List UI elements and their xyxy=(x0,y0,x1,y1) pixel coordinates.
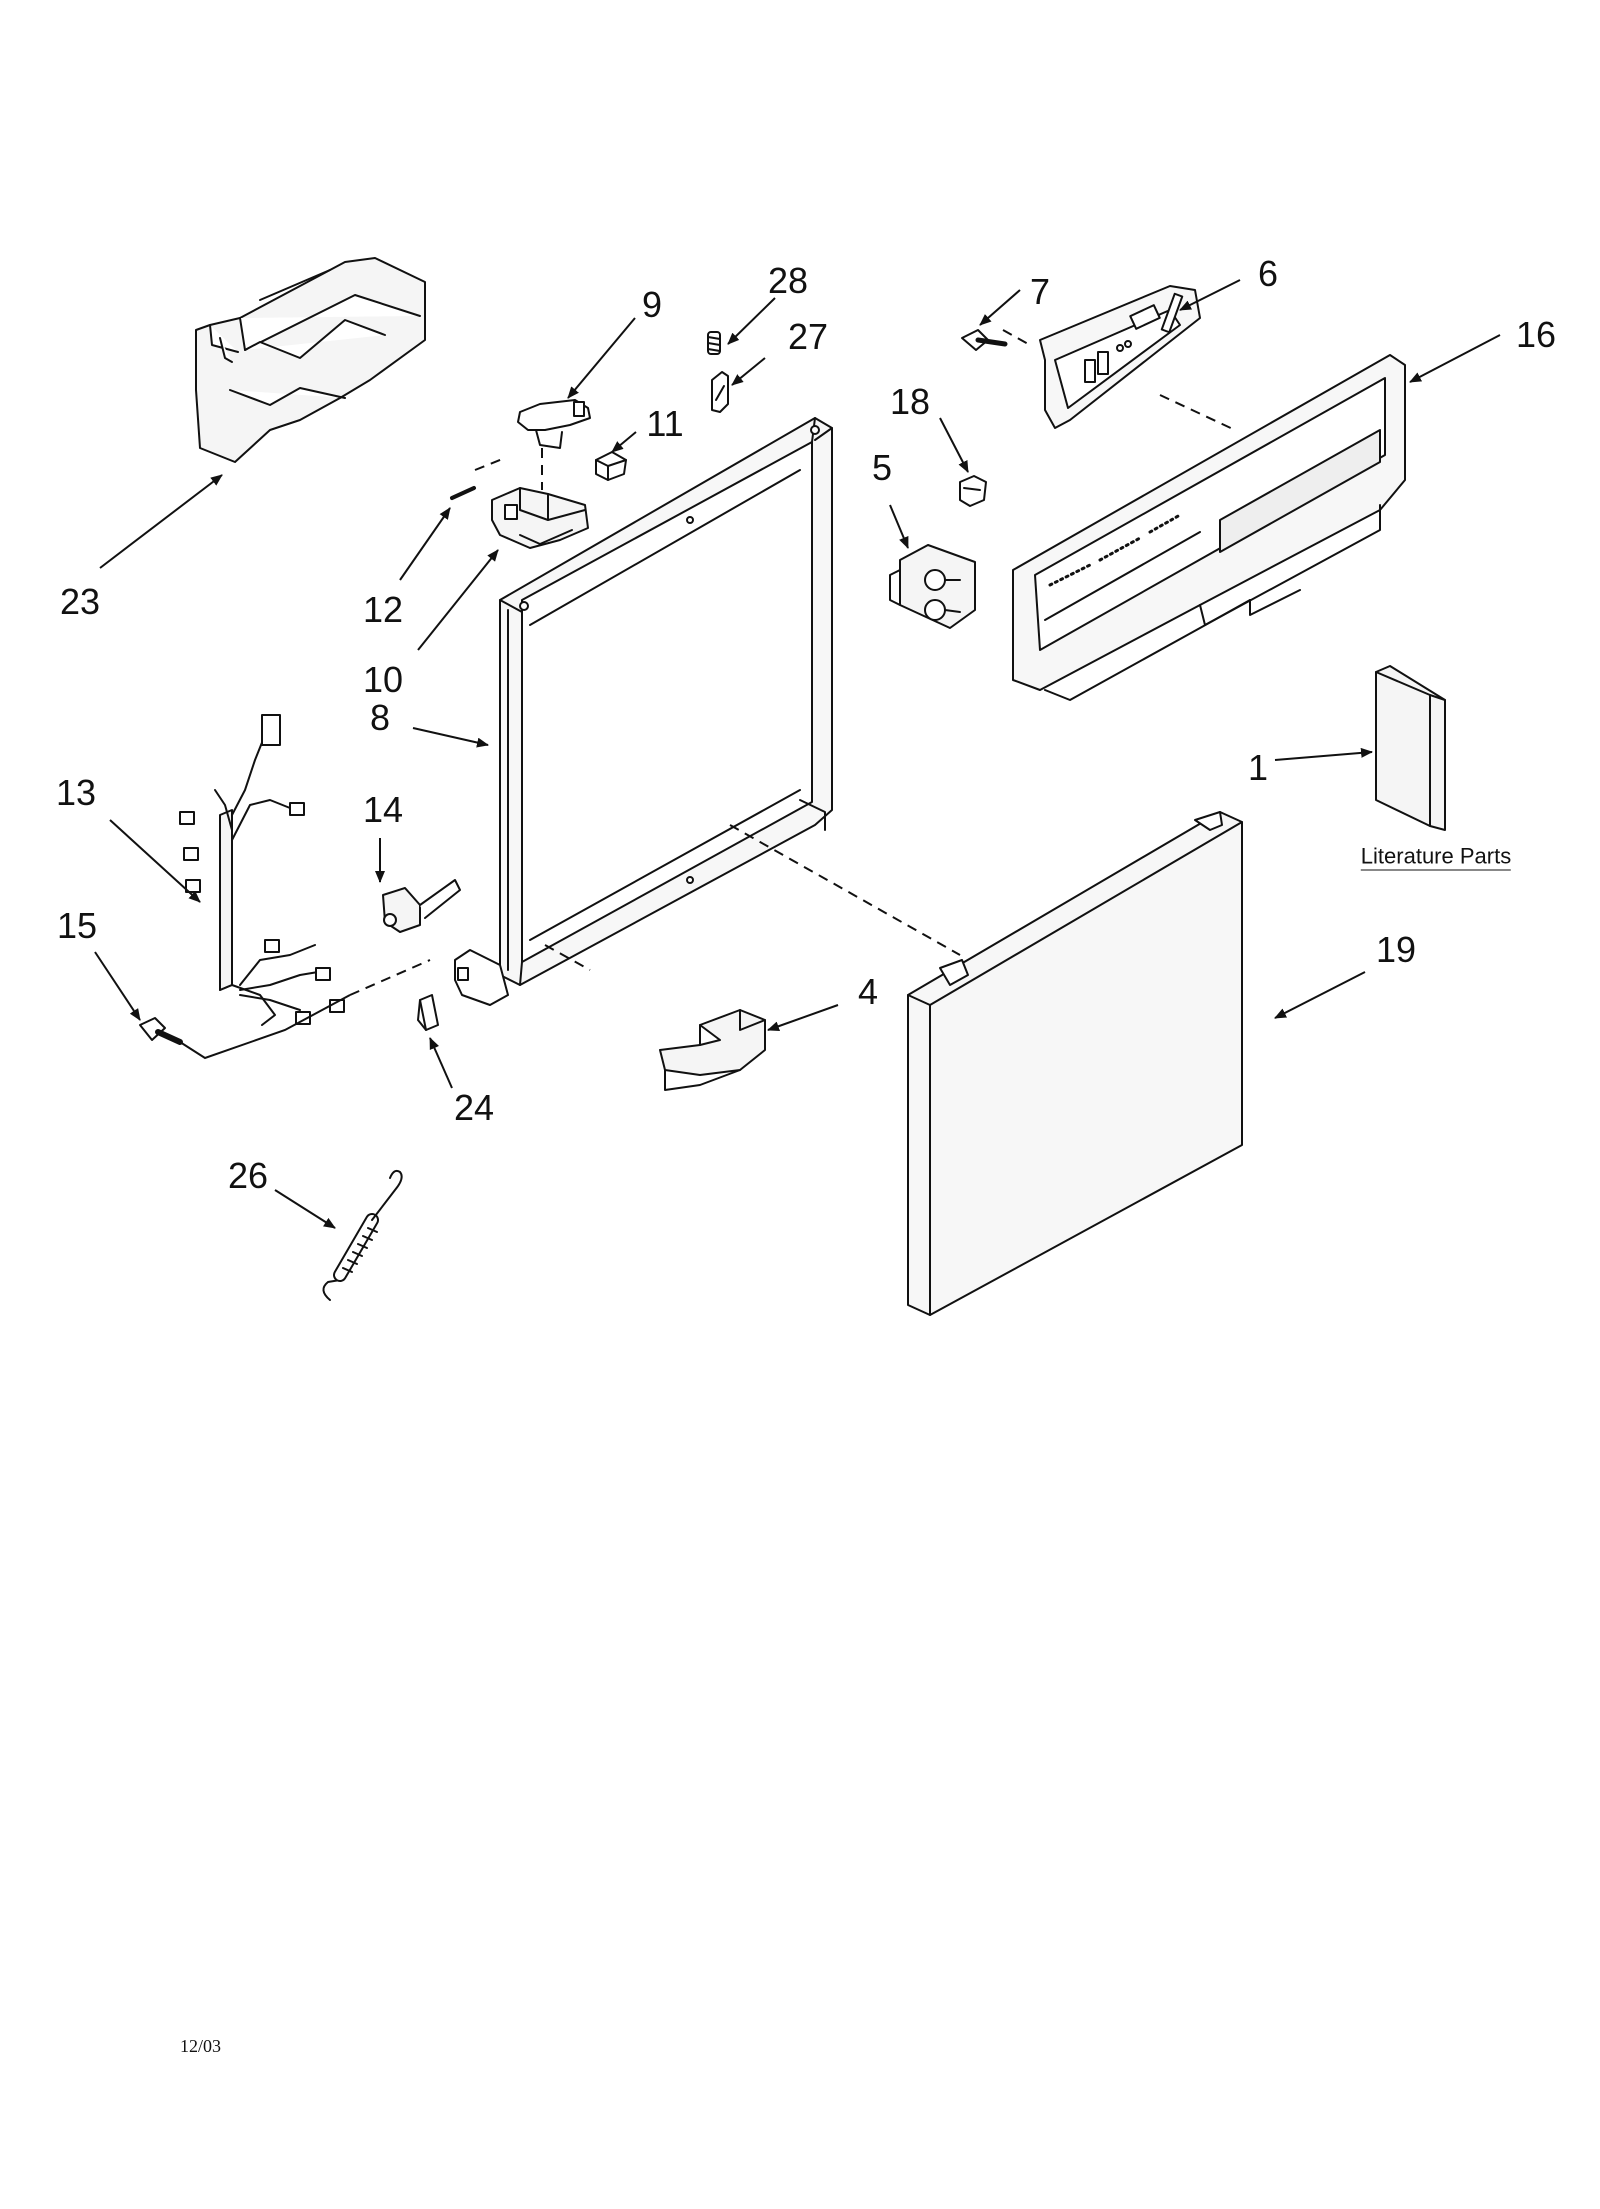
callout-18: 18 xyxy=(889,381,931,422)
part-8-frame xyxy=(454,417,833,1006)
callout-16: 16 xyxy=(1515,314,1557,355)
callout-6: 6 xyxy=(1257,253,1279,294)
part-16-console xyxy=(1012,354,1406,701)
part-26-spring xyxy=(322,1169,403,1301)
callout-26: 26 xyxy=(227,1155,269,1196)
callout-15: 15 xyxy=(56,905,98,946)
part-28-spring xyxy=(707,331,721,355)
part-23-cover xyxy=(195,257,426,463)
part-9-latch xyxy=(517,399,591,449)
part-18-connector xyxy=(959,475,987,507)
callout-13: 13 xyxy=(55,772,97,813)
part-6-control-panel xyxy=(1039,285,1201,429)
part-1-literature xyxy=(1375,665,1446,831)
part-27-clip xyxy=(711,371,729,413)
callout-23: 23 xyxy=(59,581,101,622)
callout-14: 14 xyxy=(362,789,404,830)
part-15-screw xyxy=(139,1017,183,1045)
callout-5: 5 xyxy=(871,447,893,488)
callout-9: 9 xyxy=(641,284,663,325)
callout-19: 19 xyxy=(1375,929,1417,970)
callout-28: 28 xyxy=(767,260,809,301)
callout-8: 8 xyxy=(369,697,391,738)
part-12-pin xyxy=(450,486,476,500)
part-11-switch xyxy=(595,451,627,481)
part-24-clip xyxy=(417,994,439,1031)
callout-1: 1 xyxy=(1247,747,1269,788)
part-5-switch xyxy=(889,544,976,629)
callout-10: 10 xyxy=(362,659,404,700)
part-13-harness xyxy=(179,714,345,1026)
part-14-sensor xyxy=(382,879,461,933)
callout-24: 24 xyxy=(453,1087,495,1128)
part-10-housing xyxy=(491,487,589,549)
part-4-handle xyxy=(659,1009,766,1091)
part-19-door-panel xyxy=(907,811,1243,1316)
literature-parts-label: Literature Parts xyxy=(1360,843,1512,871)
callout-11: 11 xyxy=(646,403,684,444)
callout-4: 4 xyxy=(857,971,879,1012)
callout-27: 27 xyxy=(787,316,829,357)
callout-7: 7 xyxy=(1029,271,1051,312)
date-code: 12/03 xyxy=(180,2036,222,2056)
part-7-screw xyxy=(961,329,1008,351)
callout-12: 12 xyxy=(362,589,404,630)
